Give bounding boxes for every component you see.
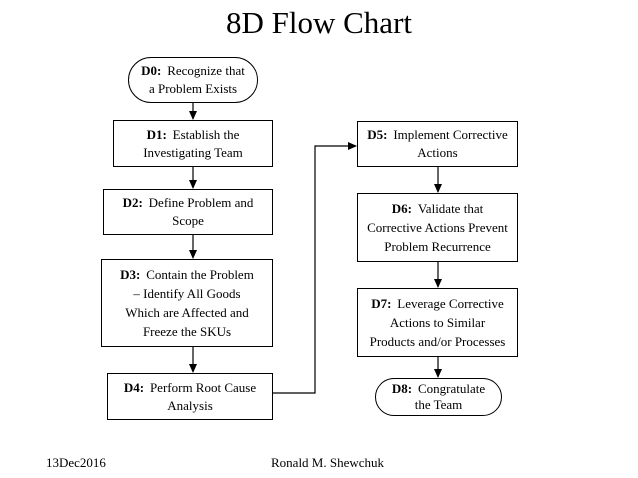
flow-node-d7-id: D7:: [371, 296, 392, 311]
flow-node-d3-id: D3:: [120, 267, 141, 282]
connector-d4-d5: [273, 142, 357, 394]
flow-node-d5-text: D5: Implement Corrective Actions: [361, 126, 514, 162]
flow-node-d7-label: Leverage Corrective Actions to Similar P…: [369, 296, 506, 349]
flow-node-d5-id: D5:: [367, 127, 388, 142]
flow-node-d8-text: D8:Congratulate the Team: [379, 381, 498, 413]
flow-node-d2-id: D2:: [122, 195, 143, 210]
flow-node-d6-label: Validate that Corrective Actions Prevent…: [367, 201, 508, 254]
flow-node-d4-label: Perform Root Cause Analysis: [149, 379, 257, 413]
flow-node-d3-label: Contain the Problem – Identify All Goods…: [125, 267, 254, 339]
flow-node-d2-label: Define Problem and Scope: [148, 195, 254, 228]
flow-node-d2-text: D2: Define Problem and Scope: [107, 194, 269, 230]
flow-node-d7-text: D7:Leverage Corrective Actions to Simila…: [361, 294, 514, 351]
flow-node-d3: D3:Contain the Problem – Identify All Go…: [101, 259, 273, 347]
flow-node-d6-id: D6:: [391, 201, 413, 216]
flow-node-d4-text: D4:Perform Root Cause Analysis: [111, 379, 269, 415]
flow-node-d8-id: D8:: [391, 381, 413, 396]
flow-node-d4-id: D4:: [123, 379, 145, 395]
flow-node-d0-id: D0:: [141, 63, 162, 78]
flow-node-d5: D5: Implement Corrective Actions: [357, 121, 518, 167]
flow-node-d5-label: Implement Corrective Actions: [393, 127, 508, 160]
flow-node-d1-id: D1:: [146, 126, 167, 142]
flow-node-d1-label: Establish the Investigating Team: [143, 126, 243, 160]
flow-node-d1-text: D1:Establish the Investigating Team: [117, 126, 269, 162]
footer-date: 13Dec2016: [46, 455, 106, 470]
flow-node-d0-text: D0:Recognize that a Problem Exists: [132, 62, 254, 98]
flow-node-d7: D7:Leverage Corrective Actions to Simila…: [357, 288, 518, 357]
flow-node-d8-label: Congratulate the Team: [414, 381, 486, 412]
flow-node-d2: D2: Define Problem and Scope: [103, 189, 273, 235]
flow-node-d0-label: Recognize that a Problem Exists: [148, 63, 245, 96]
flow-node-d3-text: D3:Contain the Problem – Identify All Go…: [105, 265, 269, 341]
flow-node-d6-text: D6:Validate that Corrective Actions Prev…: [361, 199, 514, 256]
flow-node-d8: D8:Congratulate the Team: [375, 378, 502, 416]
flow-node-d0: D0:Recognize that a Problem Exists: [128, 57, 258, 103]
flow-node-d6: D6:Validate that Corrective Actions Prev…: [357, 193, 518, 262]
flow-node-d4: D4:Perform Root Cause Analysis: [107, 373, 273, 420]
footer-author: Ronald M. Shewchuk: [271, 455, 385, 470]
page-title: 8D Flow Chart: [226, 5, 412, 40]
flow-node-d1: D1:Establish the Investigating Team: [113, 120, 273, 167]
